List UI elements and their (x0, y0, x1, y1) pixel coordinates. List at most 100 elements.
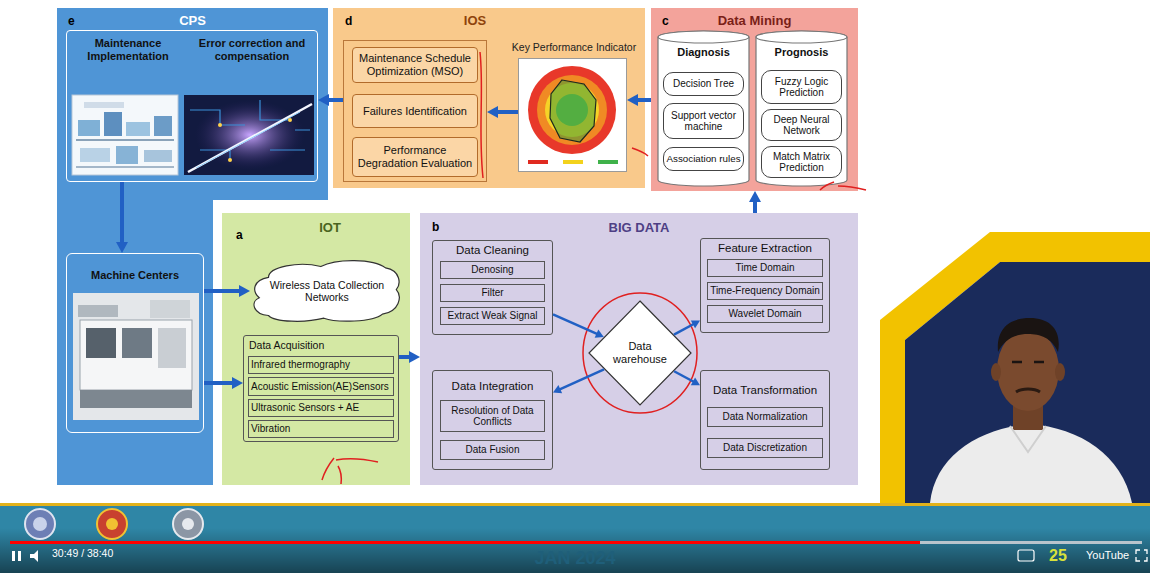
text-slot: Match Matrix Prediction (764, 148, 839, 176)
box-title: Diagnosis (659, 46, 748, 59)
iot-panel: aIOTWireless Data Collection NetworksDat… (222, 213, 410, 485)
box-title: Maintenance Implementation (72, 37, 184, 62)
text-slot: Data Mining (691, 14, 818, 29)
sensor-item: Vibration (248, 420, 394, 438)
big-data-panel: bBIG DATAData CleaningDenosingFilterExtr… (420, 213, 858, 485)
text-slot: e (68, 15, 88, 29)
box-title: Data Transformation (702, 384, 828, 397)
cps-panel: eCPSMaintenance ImplementationError corr… (57, 8, 328, 485)
connector-arrow (749, 191, 761, 213)
box-label: Time-Frequency Domain (710, 285, 820, 297)
cylinder-body (658, 31, 749, 186)
connector-line (495, 110, 518, 114)
maintenance-picture-part (144, 150, 172, 162)
text-slot: Failures Identification (355, 96, 475, 126)
presenter-video-part (1010, 426, 1046, 452)
video-footer-bar-part (0, 528, 1150, 573)
kpi-radar-chart-part (550, 80, 596, 142)
error-correction-picture-part (188, 104, 312, 172)
text-slot: CPS (87, 14, 298, 29)
video-footer-bar-part (920, 541, 1142, 544)
text-slot: Data warehouse (602, 310, 678, 396)
box-label: Filter (481, 287, 503, 299)
kpi-radar-chart-part (563, 160, 583, 164)
machine-picture (73, 293, 199, 420)
maintenance-picture-part (104, 112, 122, 136)
kpi-radar-chart (528, 66, 618, 164)
video-time: 30:49 / 38:40 (52, 547, 162, 559)
box-label: Performance Degradation Evaluation (355, 144, 475, 169)
machine-picture-part (78, 305, 118, 317)
process-step: Data Fusion (440, 440, 545, 460)
panel-letter: a (236, 229, 256, 243)
box-label: Failures Identification (363, 105, 467, 118)
red-annotation-part (632, 148, 648, 156)
method-pill: Match Matrix Prediction (761, 146, 842, 178)
text-slot: Denosing (442, 262, 543, 278)
ios-function-box: Failures Identification (352, 94, 478, 128)
presenter-video-part (1055, 363, 1065, 381)
network-cloud: Wireless Data Collection Networks (250, 257, 404, 325)
process-step: Time-Frequency Domain (707, 282, 823, 300)
text-slot: Time-Frequency Domain (709, 283, 821, 299)
process-step: Data Discretization (707, 438, 823, 458)
text-slot: BIG DATA (580, 221, 698, 236)
box-label: Vibration (251, 423, 290, 435)
maintenance-picture-part (76, 166, 174, 168)
text-slot: YouTube (1086, 549, 1134, 562)
text-slot: Data Cleaning (434, 244, 551, 257)
machine-picture-part (73, 293, 199, 420)
kpi-radar-chart-part (528, 160, 548, 164)
text-slot: b (432, 221, 452, 235)
text-slot: Decision Tree (666, 74, 741, 94)
ios-function-box: Maintenance Schedule Optimization (MSO) (352, 47, 478, 83)
diagnosis-cylinder: DiagnosisDecision TreeSupport vector mac… (657, 30, 750, 187)
text-slot: Data Discretization (709, 439, 821, 457)
text-slot: Filter (442, 285, 543, 301)
text-slot: Maintenance Implementation (72, 37, 184, 62)
process-step: Time Domain (707, 259, 823, 277)
text-slot: Support vector machine (666, 105, 741, 137)
text-slot: Time Domain (709, 260, 821, 276)
box-label: Acoustic Emission(AE)Sensors (251, 381, 389, 393)
box-label: Association rules (666, 153, 740, 164)
red-annotation (322, 52, 866, 484)
video-footer-bar-part (97, 509, 127, 539)
box-title: Machine Centers (70, 269, 200, 282)
box-label: Maintenance Schedule Optimization (MSO) (355, 52, 475, 77)
machine-picture-part (150, 300, 190, 318)
text-slot: Fuzzy Logic Prediction (764, 72, 839, 102)
cloud-outline (254, 261, 399, 322)
kpi-radar-chart-part (598, 160, 618, 164)
maintenance-picture (72, 95, 178, 175)
panel-title: BIG DATA (580, 221, 698, 236)
text-slot: d (345, 15, 365, 29)
text-slot: 30:49 / 38:40 (52, 547, 162, 559)
sensor-item: Acoustic Emission(AE)Sensors (248, 377, 394, 396)
maintenance-picture-part (116, 146, 138, 164)
video-footer-bar-part (12, 551, 15, 561)
maintenance-picture-part (154, 116, 172, 136)
video-footer-bar-part (1136, 550, 1147, 561)
red-annotation-part (820, 182, 866, 190)
ios-panel: dIOSMaintenance Schedule Optimization (M… (333, 8, 645, 188)
process-box: Feature ExtractionTime DomainTime-Freque… (700, 238, 830, 333)
diamond-shape (589, 301, 691, 405)
box-label: Data Normalization (722, 411, 807, 423)
cloud-shape (254, 261, 399, 322)
box-label: Denosing (471, 264, 513, 276)
text-slot: Wavelet Domain (709, 306, 821, 322)
ios-function-box: Performance Degradation Evaluation (352, 137, 478, 177)
text-slot: a (236, 229, 256, 243)
kpi-chart-box: Key Performance Indicator (518, 58, 627, 172)
text-slot: Machine Centers (70, 269, 200, 282)
text-slot: Infrared thermography (251, 357, 391, 373)
box-label: Wireless Data Collection Networks (268, 279, 386, 303)
text-slot: Data Fusion (442, 441, 543, 459)
process-step: Resolution of Data Conflicts (440, 400, 545, 432)
machine-picture-part (80, 390, 192, 408)
connector-line (204, 381, 235, 385)
text-slot: Wireless Data Collection Networks (268, 267, 386, 315)
red-annotation-part (480, 52, 483, 178)
